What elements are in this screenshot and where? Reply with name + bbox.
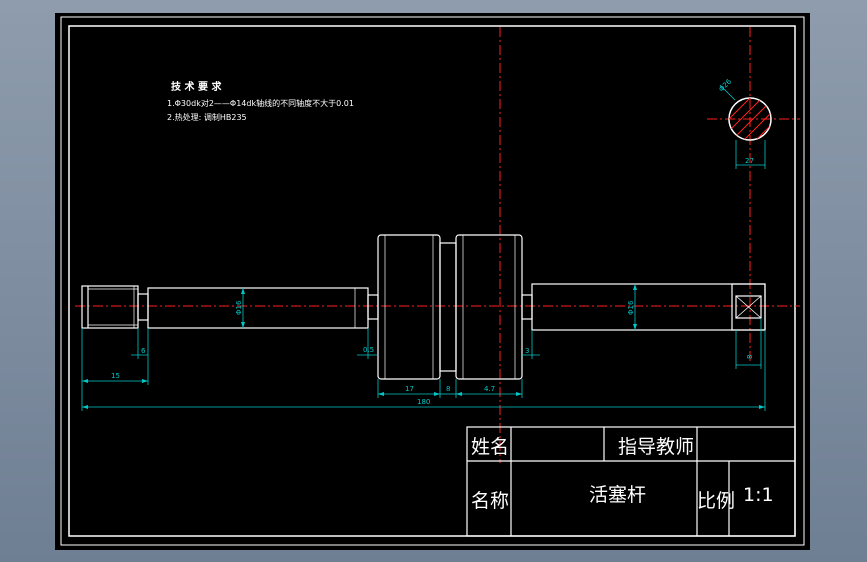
- right-piston-land: [455, 234, 523, 380]
- dimension-lines: [81, 284, 766, 411]
- left-threaded-end: [81, 285, 139, 329]
- tech-requirements: 技 术 要 求 1.Φ30dk对2——Φ14dk轴线的不同轴度不大于0.01 2…: [167, 80, 354, 122]
- dimension-arrows: [82, 284, 765, 409]
- dim-8-right: 8: [746, 355, 754, 359]
- section-view: Φ26 27: [717, 77, 772, 169]
- scale-label: 比例: [697, 490, 735, 512]
- dim-6: 6: [141, 347, 146, 355]
- scale-value: 1:1: [743, 484, 774, 506]
- piston-groove: [439, 242, 457, 372]
- left-piston-land: [377, 234, 441, 380]
- dim-dia-left: Φ16: [235, 300, 243, 315]
- tech-title: 技 术 要 求: [171, 80, 222, 93]
- dim-17: 17: [405, 385, 414, 393]
- dim-4-7: 4.7: [484, 385, 495, 393]
- instructor-label: 指导教师: [618, 436, 694, 458]
- dim-3: 3: [525, 347, 529, 355]
- left-shaft: [147, 287, 369, 329]
- drawing-sheet: 技 术 要 求 1.Φ30dk对2——Φ14dk轴线的不同轴度不大于0.01 2…: [55, 13, 810, 550]
- inner-border: [68, 25, 796, 537]
- dim-180: 180: [417, 398, 430, 406]
- tech-line-1: 1.Φ30dk对2——Φ14dk轴线的不同轴度不大于0.01: [167, 98, 354, 108]
- cad-drawing: 技 术 要 求 1.Φ30dk对2——Φ14dk轴线的不同轴度不大于0.01 2…: [60, 16, 805, 546]
- tech-line-2: 2.热处理: 调制HB235: [167, 112, 247, 122]
- title-block-text: 姓名 指导教师 名称 活塞杆 比例 1:1: [471, 436, 774, 512]
- part-name: 活塞杆: [589, 484, 646, 506]
- dim-0-5: 0.5: [363, 346, 374, 354]
- dim-8: 8: [446, 385, 450, 393]
- part-label: 名称: [471, 490, 509, 512]
- outer-border: [60, 16, 805, 546]
- name-label: 姓名: [471, 436, 509, 458]
- title-block: [466, 426, 796, 537]
- piston-rod: [81, 234, 766, 380]
- dim-dia-right: Φ16: [627, 300, 635, 315]
- dimension-labels: 15 6 Φ16 0.5 17 8 4.7 3 Φ16 180 8: [111, 300, 754, 406]
- section-dia-label: Φ26: [717, 77, 733, 93]
- section-width-label: 27: [745, 157, 754, 165]
- square-flat: [735, 295, 762, 319]
- dim-15: 15: [111, 372, 120, 380]
- right-shaft: [531, 283, 766, 331]
- centerlines: [75, 27, 800, 463]
- right-end-cap: [731, 283, 766, 331]
